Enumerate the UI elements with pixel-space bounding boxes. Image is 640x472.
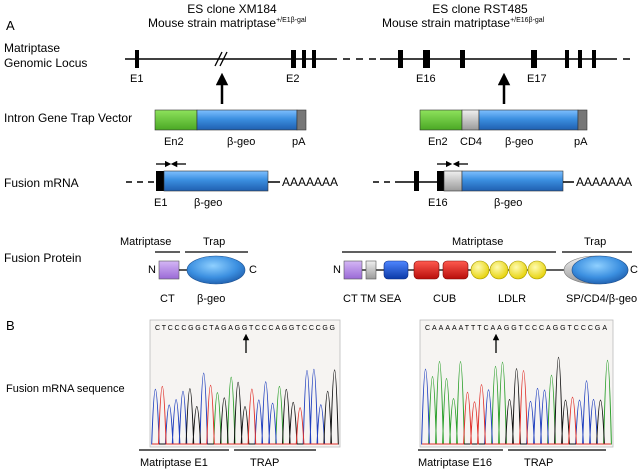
clone-right-strain-sup: +/E16β-gal [510, 17, 545, 24]
trace-a [422, 359, 612, 445]
trace-t [152, 384, 338, 445]
mrna-left-bgeo: β-geo [194, 197, 222, 209]
row-genomic-2: Genomic Locus [4, 56, 87, 70]
ldlr-domain-3 [508, 260, 528, 280]
vector-left-en2: En2 [164, 136, 184, 148]
ct-domain [343, 260, 363, 280]
mrna-right-e16: E16 [428, 197, 448, 209]
left-under-matriptase: Matriptase E1 [140, 457, 208, 469]
protein-left-ct: CT [160, 293, 175, 305]
row-mrna-sequence: Fusion mRNA sequence [6, 383, 125, 395]
protein-left-trap: Trap [203, 236, 225, 248]
cub-domain-1 [413, 260, 440, 280]
trace-g [152, 369, 339, 445]
protein-left-bgeo-domain [186, 255, 246, 285]
row-vector: Intron Gene Trap Vector [4, 111, 132, 125]
ldlr-domain-4 [527, 260, 547, 280]
row-protein: Fusion Protein [4, 251, 81, 265]
protein-left-matriptase: Matriptase [120, 236, 171, 248]
protein-right-trap: Trap [584, 236, 606, 248]
protein-right-ldlr: LDLR [498, 293, 526, 305]
chromatogram-right: CAAAAATTTCAAGGTCCCAGGTCCCGA [419, 319, 614, 448]
chromatogram-left: CTCCCGGCTAGAGGTCCCAGGTCCCGG [149, 319, 341, 448]
exon-e16-label: E16 [416, 73, 436, 85]
vector-right-cd4: CD4 [460, 136, 482, 148]
clone-left-strain: Mouse strain matriptase+/E1β-gal [148, 16, 307, 30]
vector-right-en2: En2 [428, 136, 448, 148]
vector-right [419, 109, 588, 131]
row-mrna: Fusion mRNA [4, 176, 79, 190]
protein-left-c: C [249, 264, 257, 276]
protein-left-bgeo: β-geo [197, 293, 225, 305]
protein-right-c: C [630, 264, 638, 276]
protein-right-n: N [333, 264, 341, 276]
vector-left-bgeo: β-geo [227, 136, 255, 148]
mrna-right-polya: AAAAAAA [576, 175, 632, 189]
tm-domain [365, 260, 377, 280]
panel-a-label: A [6, 18, 15, 33]
protein-right-matriptase: Matriptase [452, 236, 503, 248]
protein-right-fusion: SP/CD4/β-geo [566, 293, 637, 305]
vector-right-pa: pA [574, 136, 588, 148]
exon-e1-label: E1 [130, 73, 143, 85]
row-genomic-1: Matriptase [4, 41, 60, 55]
mrna-right-bgeo: β-geo [494, 197, 522, 209]
clone-left-strain-prefix: Mouse strain matriptase [148, 16, 276, 30]
mrna-left-e1: E1 [154, 197, 167, 209]
ldlr-domain-2 [489, 260, 509, 280]
mrna-right [373, 160, 574, 192]
exon-e2-label: E2 [286, 73, 299, 85]
genomic-locus [125, 50, 630, 68]
right-under-trap: TRAP [524, 457, 553, 469]
mrna-left [126, 160, 280, 192]
clone-left-strain-sup: +/E1β-gal [276, 17, 307, 24]
protein-left-ct-domain [158, 260, 180, 280]
trace-g [422, 356, 611, 445]
panel-b-label: B [6, 318, 15, 333]
mrna-left-polya: AAAAAAA [282, 175, 338, 189]
sequence-left: CTCCCGGCTAGAGGTCCCAGGTCCCGG [155, 325, 335, 332]
protein-right-ct-tm-sea: CT TM SEA [343, 293, 402, 305]
clone-right-title: ES clone RST485 [432, 2, 528, 16]
sequence-right: CAAAAATTTCAAGGTCCCAGGTCCCGA [425, 325, 607, 332]
right-under-matriptase: Matriptase E16 [418, 457, 492, 469]
left-under-trap: TRAP [250, 457, 279, 469]
cub-domain-2 [442, 260, 469, 280]
vector-right-bgeo: β-geo [505, 136, 533, 148]
clone-right-strain-prefix: Mouse strain matriptase [382, 16, 510, 30]
protein-left-n: N [148, 264, 156, 276]
sea-domain [383, 260, 409, 280]
protein-right-domains [343, 255, 629, 285]
vector-left-pa: pA [292, 136, 306, 148]
vector-left [154, 109, 307, 131]
trace-a [152, 376, 338, 445]
clone-right-strain: Mouse strain matriptase+/E16β-gal [382, 16, 545, 30]
protein-right-cub: CUB [433, 293, 456, 305]
ldlr-domain-1 [470, 260, 490, 280]
bgeo-domain [571, 255, 629, 285]
exon-e17-label: E17 [527, 73, 547, 85]
clone-left-title: ES clone XM184 [187, 2, 277, 16]
trace-c [151, 368, 338, 445]
trace-t [422, 370, 611, 445]
